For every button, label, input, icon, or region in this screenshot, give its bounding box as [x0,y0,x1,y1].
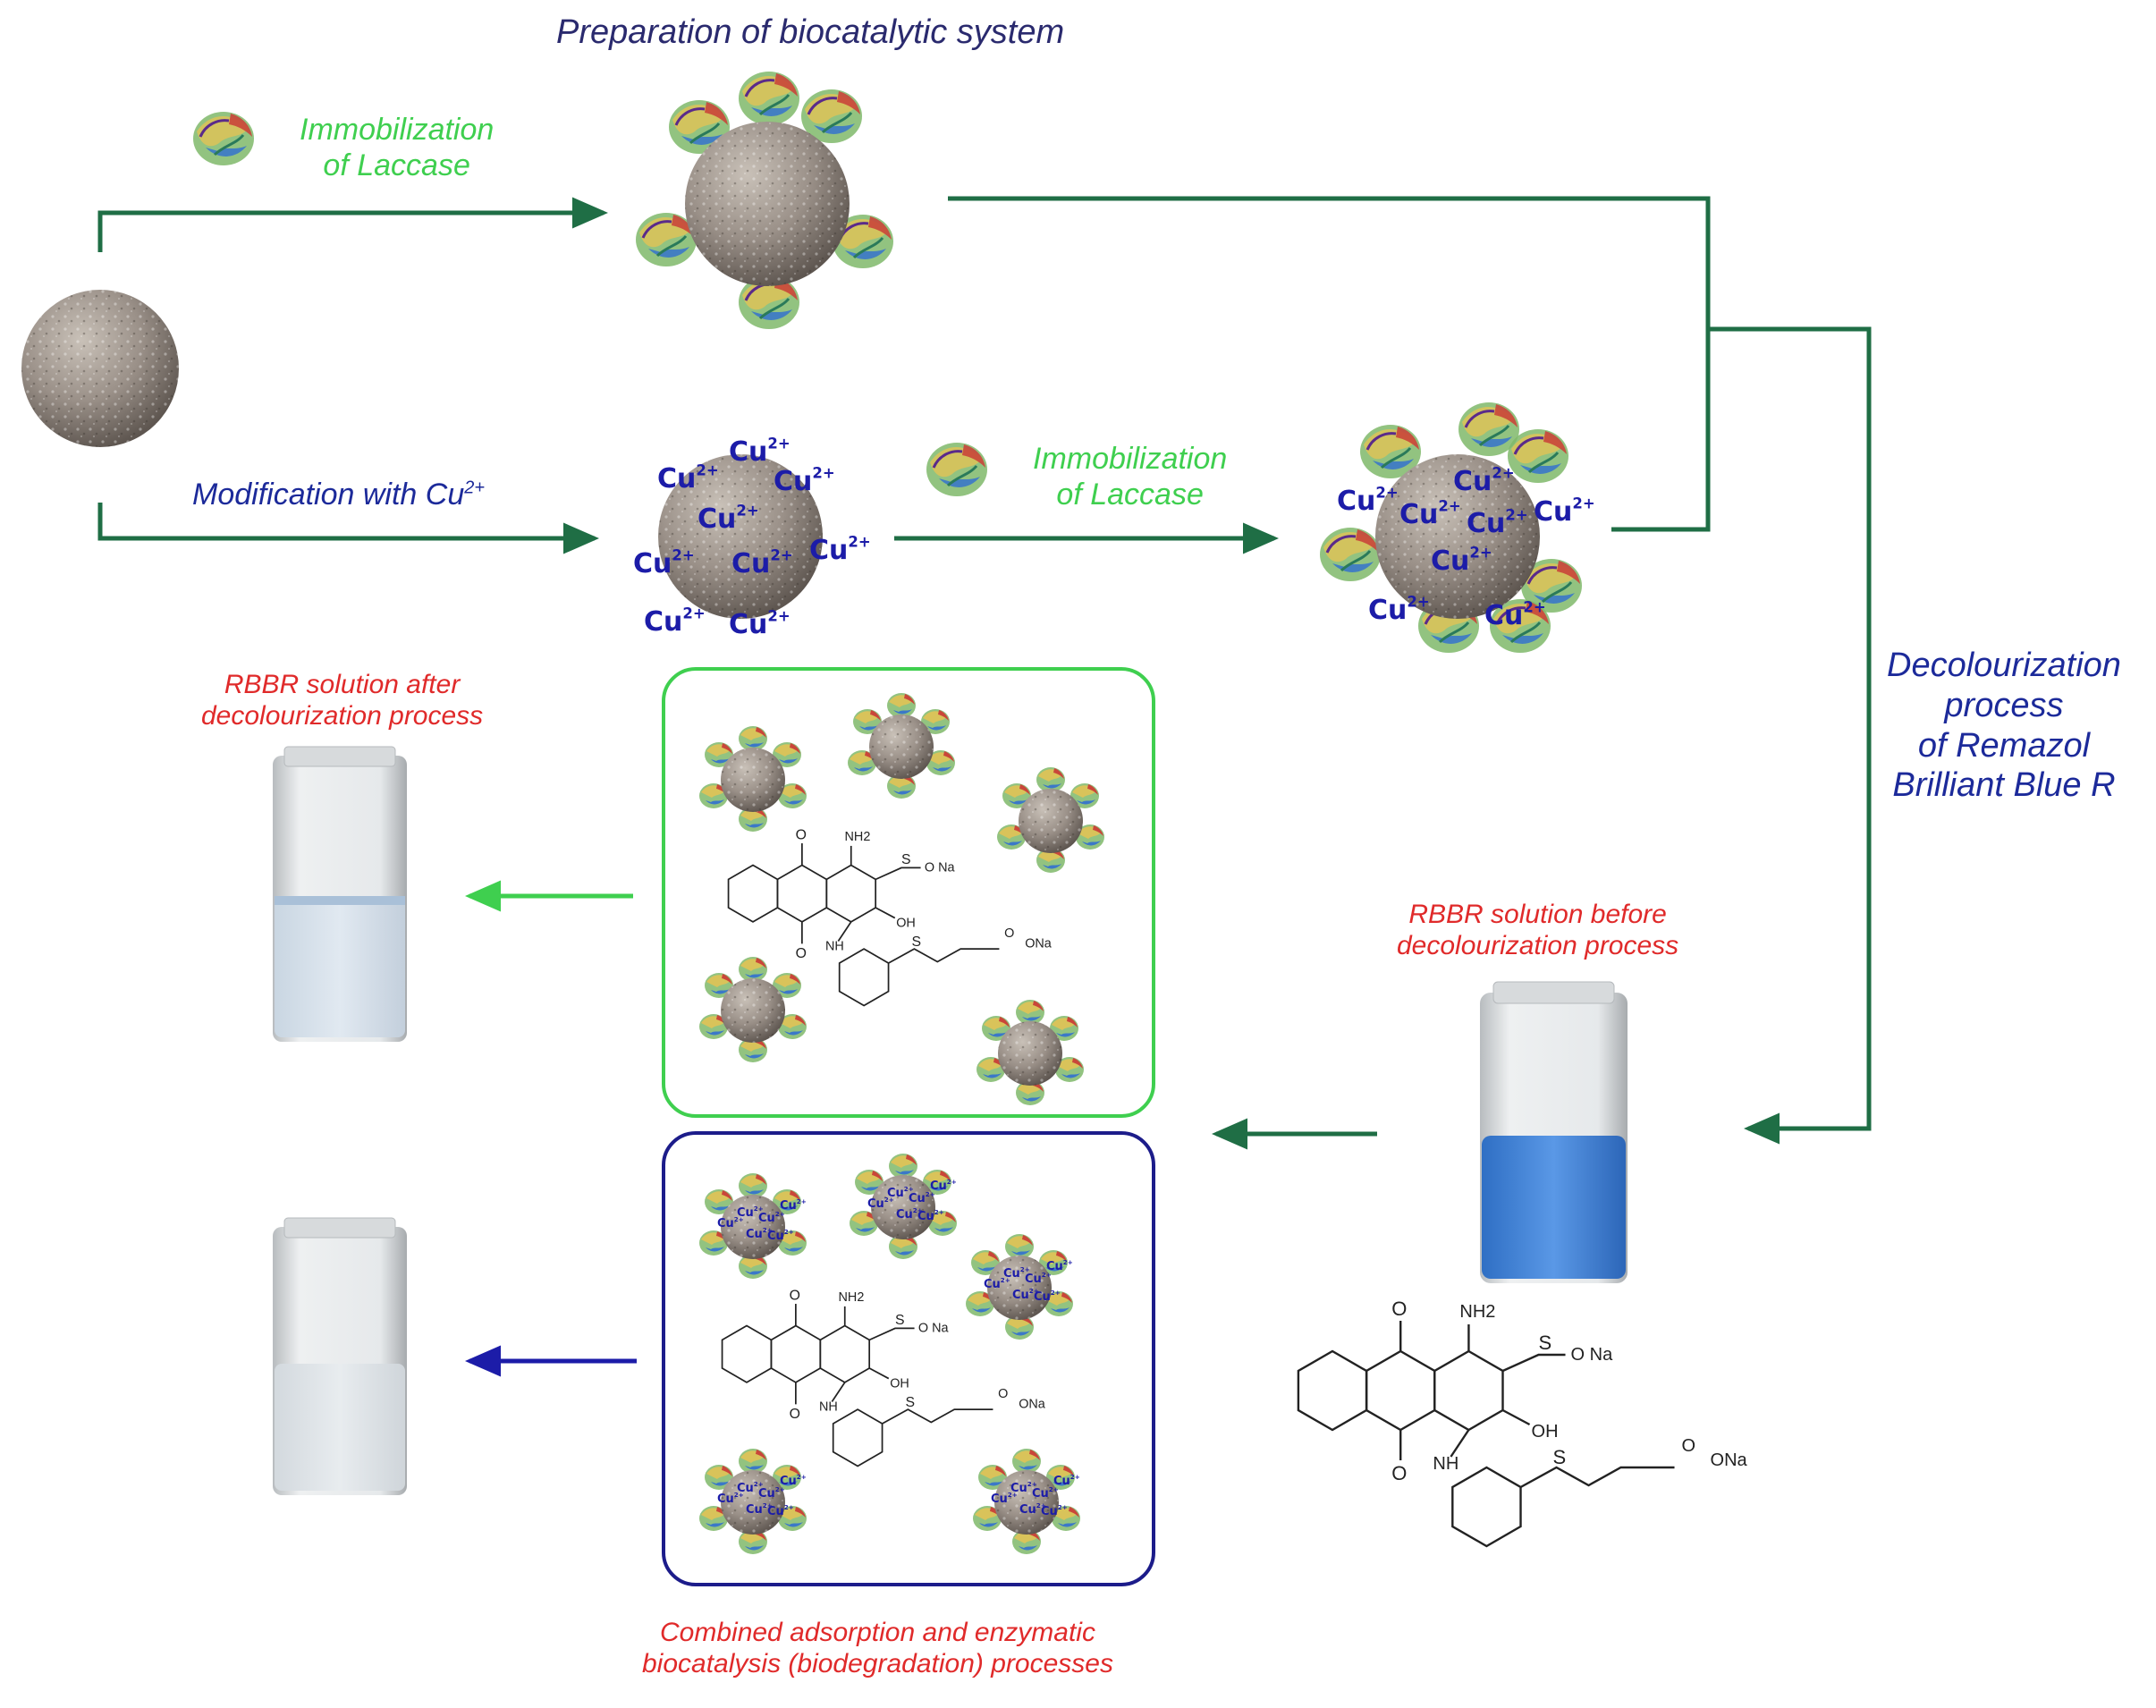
label-decolourization-process: Decolourization process of Remazol Brill… [1887,647,2121,805]
label-immobilization-top: Immobilization of Laccase [300,113,495,183]
chem-sulfonate-na: O Na [1571,1345,1614,1365]
chem-ester-oxygen: O [1682,1436,1696,1456]
label-rbbr-before: RBBR solution before decolourization pro… [1397,900,1679,961]
laccase-icon-top [191,110,256,167]
cu-ion-label: Cu2+ [774,465,835,498]
laccase-particle-small [977,1000,1084,1105]
bare-particle [21,290,179,447]
chem-nh2: NH2 [1459,1302,1495,1322]
cu-ion-label: Cu2+ [1534,495,1595,528]
chem-sulfur-1: S [1539,1332,1552,1354]
cu-laccase-particle-small: Cu2+Cu2+Cu2+Cu2+Cu2+Cu2+ [973,1449,1080,1554]
chem-sulfur-2: S [1553,1446,1567,1468]
laccase-particle-small [699,957,807,1062]
label-combined-processes: Combined adsorption and enzymatic biocat… [642,1618,1113,1679]
chem-oxygen-top: O [1391,1298,1407,1320]
chem-ester-oxygen: O [998,1387,1008,1401]
chem-ona: ONa [1019,1398,1045,1412]
laccase-particle [634,70,895,331]
label-rbbr-after: RBBR solution after decolourization proc… [201,670,484,731]
label-immobilization-mid: Immobilization of Laccase [1033,442,1228,512]
cu-laccase-particle: Cu2+Cu2+Cu2+Cu2+Cu2+Cu2+Cu2+Cu2+ [1318,401,1595,655]
chem-nh: NH [819,1400,838,1415]
chem-oxygen-top: O [790,1289,800,1304]
chem-nh: NH [825,940,844,954]
connector-top [948,196,1711,532]
chem-hydroxyl: OH [1532,1422,1559,1442]
chem-hydroxyl: OH [896,917,916,931]
chem-sulfonate-na: O Na [925,861,955,875]
laccase-particle-small [997,767,1104,873]
cu-ion-label: Cu2+ [698,503,759,536]
cu-particle: Cu2+Cu2+Cu2+Cu2+Cu2+Cu2+Cu2+Cu2+Cu2+ [633,435,871,641]
cu-ion-label: Cu2+ [729,435,791,469]
cu-ion-label: Cu2+ [780,1473,807,1488]
laccase-icon-mid [925,441,989,498]
flow-arrows [97,196,1872,1377]
arrow-to-laccase-particle [97,197,608,252]
cu-laccase-particle-small: Cu2+Cu2+Cu2+Cu2+Cu2+Cu2+ [699,1173,807,1279]
cu-ion-label: Cu2+ [1484,599,1546,632]
chem-sulfur-1: S [901,852,911,867]
chem-nh2: NH2 [839,1290,865,1305]
cu-laccase-particle-small: Cu2+Cu2+Cu2+Cu2+Cu2+Cu2+ [699,1449,807,1554]
cu-ion-label: Cu2+ [809,534,871,567]
vial-after-green [273,746,407,1042]
chem-sulfonate-na: O Na [918,1322,949,1336]
label-modification: Modification with Cu2+ [192,478,486,512]
chem-ona: ONa [1711,1450,1748,1470]
cu-laccase-particle-small: Cu2+Cu2+Cu2+Cu2+Cu2+Cu2+ [850,1154,957,1259]
chem-ester-oxygen: O [1004,926,1014,941]
chem-nh: NH [1433,1454,1458,1474]
laccase-particle-small [699,726,807,832]
chem-sulfur-2: S [911,934,921,950]
cu-ion-label: Cu2+ [930,1178,957,1193]
cu-ion-label: Cu2+ [644,605,706,638]
chem-ona: ONa [1025,937,1052,951]
cu-ion-label: Cu2+ [1053,1473,1080,1488]
chem-sulfur-2: S [905,1395,915,1410]
connector-to-decolourization [1708,326,1872,1145]
cu-ion-label: Cu2+ [1046,1258,1073,1273]
cu-ion-label: Cu2+ [1337,485,1399,518]
chem-oxygen-bottom: O [1391,1462,1407,1484]
chem-sulfur-1: S [895,1313,905,1328]
cu-ion-label: Cu2+ [780,1197,807,1213]
chem-nh2: NH2 [845,830,871,844]
chem-oxygen-top: O [796,828,807,843]
vial-after-blue [273,1217,407,1495]
vial-before [1480,981,1628,1283]
cu-ion-label: Cu2+ [1399,498,1461,531]
chem-hydroxyl: OH [890,1377,909,1391]
chem-oxygen-bottom: O [790,1407,800,1422]
arrow-to-cu-particle [97,503,599,554]
blue-process-box: Cu2+Cu2+Cu2+Cu2+Cu2+Cu2+Cu2+Cu2+Cu2+Cu2+… [662,1131,1155,1586]
cu-laccase-particle-small: Cu2+Cu2+Cu2+Cu2+Cu2+Cu2+ [966,1234,1073,1340]
laccase-particle-small [848,693,955,799]
page-title: Preparation of biocatalytic system [556,13,1065,51]
chem-oxygen-bottom: O [796,946,807,961]
cu-ion-label: Cu2+ [729,608,791,641]
